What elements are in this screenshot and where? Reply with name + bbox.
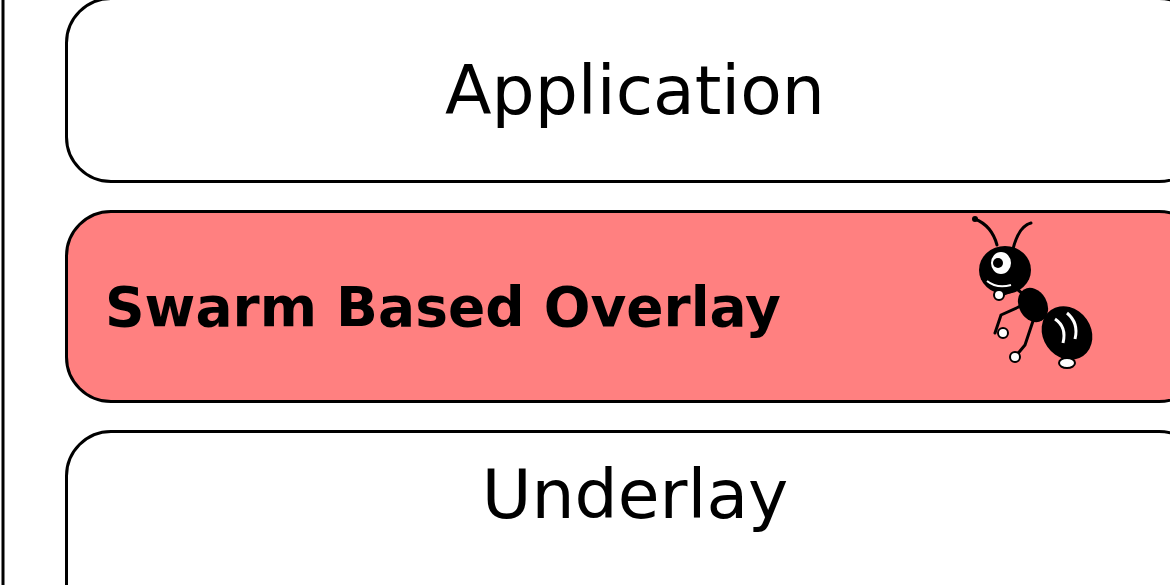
highlighted-layer-box: Swarm Based Overlay xyxy=(65,210,1170,403)
layer-label: Swarm Based Overlay xyxy=(105,275,781,339)
layer-label: Underlay xyxy=(482,455,789,534)
left-border-line xyxy=(2,0,5,585)
layer-label: Application xyxy=(445,51,825,130)
layer-box: Application xyxy=(65,0,1170,183)
layer-box: Underlay xyxy=(65,430,1170,585)
ant-icon xyxy=(905,215,1105,375)
